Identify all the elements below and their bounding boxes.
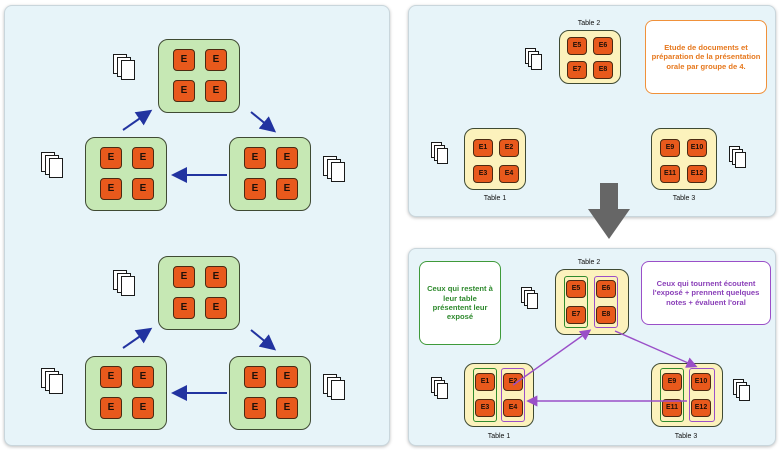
group-table: E E E E xyxy=(158,39,240,113)
student: E xyxy=(244,397,266,419)
group-table: E9 E10 E11 E12 xyxy=(651,128,717,190)
student: E11 xyxy=(660,165,680,183)
student: E3 xyxy=(475,399,495,417)
student: E xyxy=(173,297,195,319)
staying-highlight xyxy=(660,368,684,422)
staying-highlight xyxy=(473,368,497,422)
student: E xyxy=(244,178,266,200)
student: E10 xyxy=(691,373,711,391)
table-label: Table 2 xyxy=(577,20,601,27)
group-table: E E E E xyxy=(85,137,167,211)
student: E xyxy=(244,147,266,169)
student: E7 xyxy=(567,61,587,79)
student: E6 xyxy=(593,37,613,55)
student: E xyxy=(205,297,227,319)
group-table: E9 E10 E11 E12 xyxy=(651,363,723,427)
group-table: E5 E6 E7 E8 xyxy=(555,269,629,335)
student: E xyxy=(205,266,227,288)
presentation-panel: Table 2 Ceux qui restent à leur table pr… xyxy=(408,248,776,446)
arrow-rotation-icon xyxy=(122,327,153,349)
student: E xyxy=(173,49,195,71)
table-label: Table 2 xyxy=(577,259,601,266)
arrow-rotation-icon xyxy=(122,109,153,131)
student: E xyxy=(132,366,154,388)
down-arrow-icon xyxy=(588,183,630,239)
group-table: E E E E xyxy=(229,137,311,211)
student: E xyxy=(100,366,122,388)
student: E xyxy=(173,266,195,288)
staying-highlight xyxy=(564,276,588,328)
student: E6 xyxy=(596,280,616,298)
student: E xyxy=(276,147,298,169)
student: E5 xyxy=(567,37,587,55)
student: E xyxy=(205,49,227,71)
arrow-rotation-icon xyxy=(250,111,277,133)
student: E4 xyxy=(499,165,519,183)
student: E xyxy=(132,397,154,419)
student: E xyxy=(276,178,298,200)
group-table: E1 E2 E3 E4 xyxy=(464,363,534,427)
student: E12 xyxy=(691,399,711,417)
student: E4 xyxy=(503,399,523,417)
student: E xyxy=(100,147,122,169)
student: E xyxy=(276,397,298,419)
student: E11 xyxy=(662,399,682,417)
student: E xyxy=(132,178,154,200)
student: E3 xyxy=(473,165,493,183)
preparation-panel: Table 2 E5 E6 E7 E8 Etude de documents e… xyxy=(408,5,776,217)
arrow-rotation-icon xyxy=(250,329,277,351)
student: E xyxy=(244,366,266,388)
rotation-diagram-panel: E E E E E E E E E E E E E E E E E E E E xyxy=(4,5,390,446)
student: E5 xyxy=(566,280,586,298)
group-table: E E E E xyxy=(85,356,167,430)
student: E7 xyxy=(566,306,586,324)
student: E8 xyxy=(593,61,613,79)
arrow-rotation-icon xyxy=(614,330,698,368)
student: E xyxy=(276,366,298,388)
group-table: E E E E xyxy=(229,356,311,430)
student: E xyxy=(100,178,122,200)
group-table: E5 E6 E7 E8 xyxy=(559,30,621,84)
moving-highlight xyxy=(689,368,715,422)
student: E1 xyxy=(475,373,495,391)
table-label: Table 3 xyxy=(674,433,698,440)
student: E1 xyxy=(473,139,493,157)
group-table: E E E E xyxy=(158,256,240,330)
student: E2 xyxy=(503,373,523,391)
moving-highlight xyxy=(594,276,618,328)
student: E9 xyxy=(660,139,680,157)
student: E xyxy=(205,80,227,102)
note-staying-students: Ceux qui restent à leur table présentent… xyxy=(419,261,501,345)
student: E10 xyxy=(687,139,707,157)
table-label: Table 1 xyxy=(483,195,507,202)
table-label: Table 1 xyxy=(487,433,511,440)
student: E xyxy=(132,147,154,169)
student: E xyxy=(173,80,195,102)
instruction-note: Etude de documents et préparation de la … xyxy=(645,20,767,94)
student: E12 xyxy=(687,165,707,183)
table-label: Table 3 xyxy=(672,195,696,202)
student: E2 xyxy=(499,139,519,157)
student: E xyxy=(100,397,122,419)
note-rotating-students: Ceux qui tournent écoutent l'exposé + pr… xyxy=(641,261,771,325)
group-table: E1 E2 E3 E4 xyxy=(464,128,526,190)
student: E9 xyxy=(662,373,682,391)
student: E8 xyxy=(596,306,616,324)
